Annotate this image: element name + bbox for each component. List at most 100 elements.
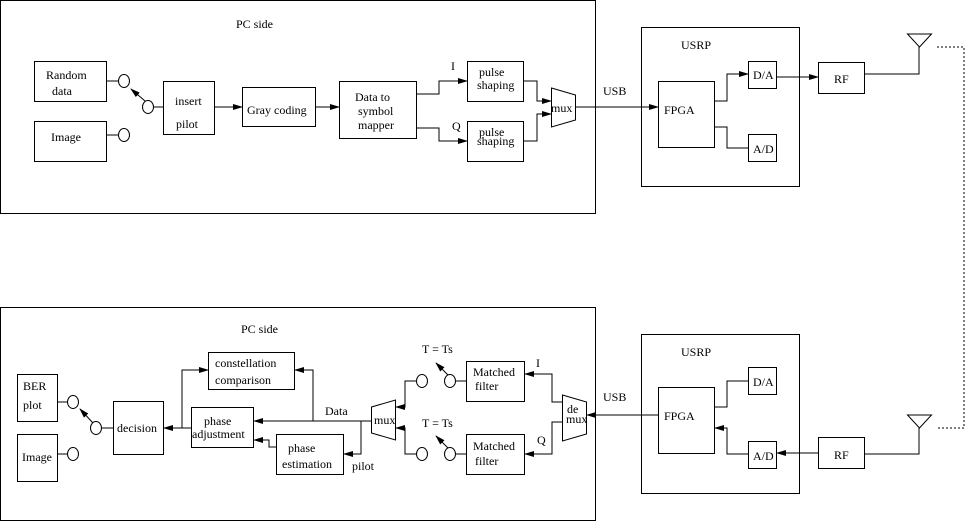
tx-usb-label: USB	[603, 84, 626, 98]
arrow-demux-to-mf-i	[524, 371, 562, 403]
tx-i-label: I	[451, 59, 455, 73]
pulse-i-label-1: pulse	[479, 65, 504, 79]
rx-ad-label: A/D	[753, 449, 774, 463]
rx-image-block: Image	[17, 434, 58, 482]
rx-rf-label: RF	[834, 448, 849, 462]
tx-da-label: D/A	[753, 68, 774, 82]
rx-matched-filter-i-block: Matched filter	[466, 361, 525, 402]
wireless-link	[937, 46, 965, 429]
tx-pc-side-title: PC side	[236, 17, 273, 31]
switch-arm-arrow-icon	[79, 408, 94, 424]
arrow-pilot-to-phaseest	[343, 421, 362, 457]
arrow-pulse-i-to-mux	[524, 80, 552, 104]
arrow-sampler-i-to-mux	[395, 380, 417, 410]
mf-q-label-2: filter	[475, 454, 498, 468]
switch-pivot	[142, 100, 154, 114]
tx-mapper-block: Data to symbol mapper	[339, 81, 417, 139]
pulse-i-label-2: shaping	[477, 78, 514, 92]
mapper-label-3: mapper	[358, 118, 394, 132]
wire-fpga-to-da	[715, 380, 748, 408]
phaseest-label-2: estimation	[282, 457, 332, 471]
tx-rf-label: RF	[834, 72, 849, 86]
tx-mux: mux	[551, 87, 576, 128]
arrow-ad-to-fpga	[714, 425, 748, 455]
rx-usb-label: USB	[603, 390, 626, 404]
rx-q-label: Q	[537, 433, 546, 447]
wire-rf-to-antenna	[865, 428, 920, 455]
rx-demux: de mux	[562, 394, 587, 442]
rx-rf-block: RF	[818, 437, 865, 469]
pulse-q-label-1: pulse	[479, 125, 504, 139]
tx-antenna-icon	[906, 33, 933, 48]
tx-mux-label: mux	[551, 101, 572, 115]
rx-image-label: Image	[22, 450, 52, 464]
rx-fpga-block	[658, 387, 715, 454]
phaseest-label-1: phase	[288, 441, 315, 455]
pulse-q-label-2: shaping	[477, 134, 514, 148]
switch-contact-image	[118, 128, 130, 142]
rx-sink-switch	[58, 395, 113, 461]
switch-contact-random	[118, 74, 130, 88]
demux-label-2: mux	[566, 412, 587, 426]
arrow-phaseest-to-phaseadj	[253, 437, 276, 448]
mf-q-label-1: Matched	[473, 439, 515, 453]
rx-phase-estimation-block: phase estimation	[276, 434, 344, 475]
arrow-mapper-to-pulse-q	[417, 127, 468, 144]
mf-i-label-2: filter	[475, 379, 498, 393]
phaseadj-label-2: adjustment	[192, 427, 245, 441]
arrow-demux-to-mf-q	[524, 421, 562, 457]
tx-usrp-title: USRP	[681, 38, 711, 52]
wire-fpga-to-ad	[715, 126, 748, 149]
tx-image-block: Image	[34, 121, 107, 162]
rx-usrp-block: USRP FPGA D/A A/D	[641, 334, 800, 494]
rx-sampler-q: T = Ts	[416, 416, 466, 461]
rx-phase-adjustment-block: phase adjustment	[191, 407, 254, 448]
random-data-label-1: Random	[46, 68, 87, 82]
insert-pilot-label-2: pilot	[176, 117, 199, 131]
rx-pc-side-title: PC side	[241, 322, 278, 336]
arrow-pulse-q-to-mux	[524, 111, 552, 142]
random-data-label-2: data	[52, 84, 73, 98]
demux-label-1: de	[567, 402, 578, 416]
data-label: Data	[325, 404, 348, 418]
rx-constellation-block: constellation comparison	[208, 352, 295, 390]
sampler-i-label: T = Ts	[422, 342, 453, 356]
tx-source-switch	[107, 74, 163, 142]
phaseadj-label-1: phase	[204, 414, 231, 428]
rx-sampler-i: T = Ts	[416, 342, 466, 388]
receiver-section: PC side BER plot Image decision co	[0, 307, 933, 521]
ber-label-1: BER	[23, 379, 46, 393]
ber-label-2: plot	[23, 398, 42, 412]
tx-gray-coding-block: Gray coding	[242, 87, 316, 127]
wire-rf-to-antenna	[865, 47, 920, 75]
tx-pulse-shaping-q-block: pulse shaping	[467, 121, 524, 162]
tx-image-label: Image	[51, 130, 81, 144]
rx-decision-block: decision	[113, 401, 164, 455]
pilot-label: pilot	[352, 459, 375, 473]
tx-fpga-block	[658, 81, 715, 148]
rx-pc-side-box	[0, 307, 596, 521]
rx-da-block	[748, 367, 777, 395]
sampler-i-arrow-icon	[435, 362, 449, 376]
tx-q-label: Q	[452, 119, 461, 133]
rx-usrp-title: USRP	[681, 345, 711, 359]
arrow-fpga-to-da	[715, 71, 749, 102]
sampler-q-label: T = Ts	[422, 416, 453, 430]
decision-label: decision	[117, 421, 157, 435]
mapper-label-2: symbol	[358, 104, 394, 118]
tx-usrp-block: USRP FPGA D/A A/D	[641, 27, 800, 187]
arrow-sampler-q-to-mux	[395, 425, 417, 455]
tx-ad-block	[748, 134, 777, 162]
rx-mux-label: mux	[374, 413, 395, 427]
gray-coding-label: Gray coding	[247, 103, 307, 117]
tx-fpga-label: FPGA	[664, 103, 695, 117]
rx-mux: mux	[371, 399, 396, 441]
tx-insert-pilot-block: insert pilot	[163, 81, 215, 135]
switch-arm-arrow-icon	[130, 88, 146, 102]
rx-antenna-icon	[906, 414, 933, 429]
rx-da-label: D/A	[753, 375, 774, 389]
insert-pilot-label-1: insert	[175, 94, 202, 108]
tx-random-data-block: Random data	[34, 61, 107, 102]
mf-i-label-1: Matched	[473, 365, 515, 379]
switch-contact-ber	[67, 395, 79, 409]
